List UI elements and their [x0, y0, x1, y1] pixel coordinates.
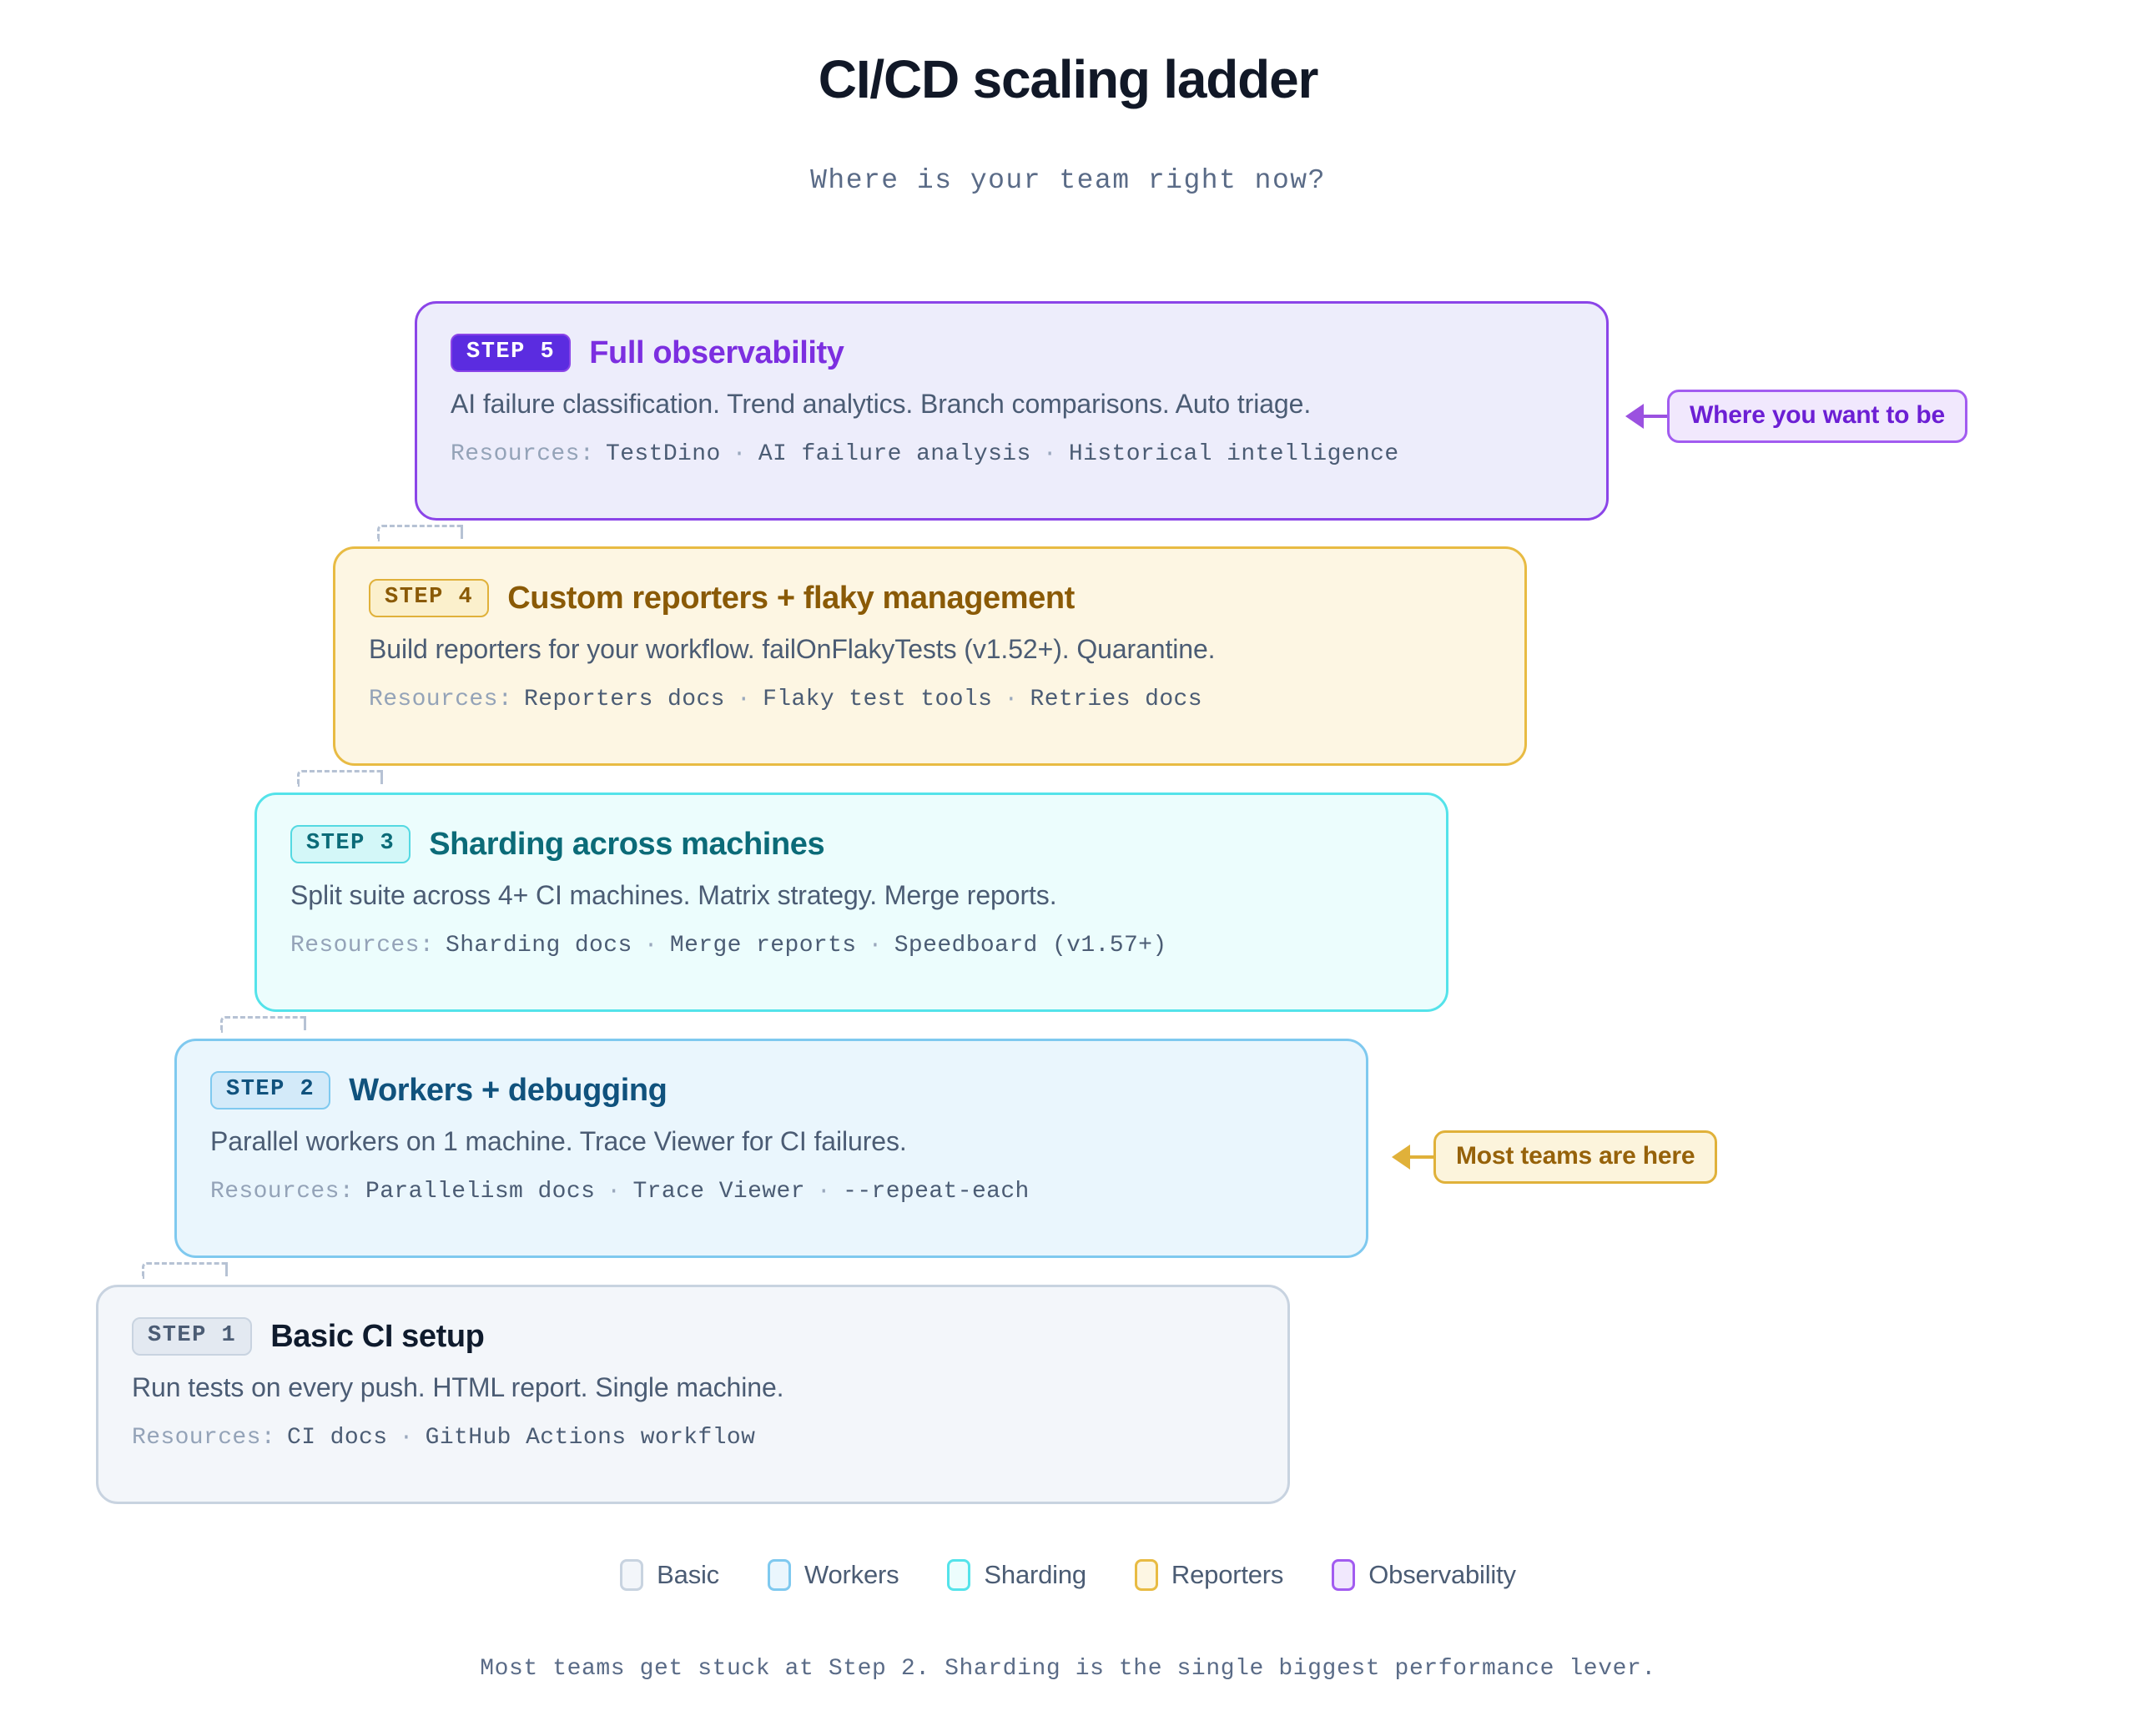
- step-badge-3: STEP 3: [290, 825, 411, 863]
- step-description-3: Split suite across 4+ CI machines. Matri…: [290, 880, 1057, 910]
- resource-link[interactable]: Trace Viewer: [632, 1179, 805, 1205]
- resource-separator: ·: [607, 1179, 622, 1205]
- page-subtitle: Where is your team right now?: [810, 165, 1326, 196]
- resource-separator: ·: [868, 933, 883, 959]
- resources-label: Resources:: [210, 1179, 355, 1205]
- connector-step5-step4: [377, 525, 463, 541]
- callout-label: Where you want to be: [1667, 390, 1968, 443]
- legend-label: Sharding: [984, 1560, 1086, 1589]
- legend-item-observability[interactable]: Observability: [1332, 1559, 1516, 1591]
- step-description-2: Parallel workers on 1 machine. Trace Vie…: [210, 1126, 907, 1156]
- page-title: CI/CD scaling ladder: [818, 49, 1319, 109]
- arrow-left-icon: [1625, 404, 1644, 429]
- legend-swatch-icon: [947, 1559, 971, 1591]
- step-badge-2: STEP 2: [210, 1071, 331, 1110]
- legend-label: Observability: [1368, 1560, 1516, 1589]
- resource-link[interactable]: --repeat-each: [843, 1179, 1030, 1205]
- callout-where-you-want-to-be: Where you want to be: [1625, 390, 1968, 443]
- resource-link[interactable]: CI docs: [287, 1425, 388, 1451]
- resource-separator: ·: [732, 441, 747, 467]
- resource-link[interactable]: Reporters docs: [524, 687, 725, 712]
- step-title-2: Workers + debugging: [349, 1072, 668, 1108]
- step-resources-5: Resources: TestDino · AI failure analysis · H…: [451, 441, 1573, 467]
- step-title-5: Full observability: [589, 335, 844, 370]
- step-card-4[interactable]: STEP 4 Custom reporters + flaky manageme…: [333, 546, 1527, 766]
- legend-item-reporters[interactable]: Reporters: [1134, 1559, 1284, 1591]
- legend: Basic Workers Sharding Reporters Observa…: [0, 1559, 2136, 1591]
- step-badge-4: STEP 4: [369, 579, 490, 617]
- step-card-5-header: STEP 5 Full observability: [451, 329, 1573, 377]
- step-description-1: Run tests on every push. HTML report. Si…: [132, 1372, 784, 1402]
- step-resources-4: Resources: Reporters docs · Flaky test tool…: [369, 687, 1491, 712]
- legend-item-sharding[interactable]: Sharding: [947, 1559, 1086, 1591]
- resource-link[interactable]: Sharding docs: [446, 933, 632, 959]
- resource-separator: ·: [1004, 687, 1019, 712]
- step-badge-5: STEP 5: [451, 334, 572, 372]
- step-description-4: Build reporters for your workflow. failO…: [369, 634, 1216, 664]
- resource-link[interactable]: Retries docs: [1030, 687, 1202, 712]
- step-title-1: Basic CI setup: [270, 1318, 485, 1354]
- step-badge-1: STEP 1: [132, 1317, 253, 1356]
- step-resources-1: Resources: CI docs · GitHub Actions workflo…: [132, 1425, 1254, 1451]
- legend-item-workers[interactable]: Workers: [767, 1559, 899, 1591]
- resources-label: Resources:: [451, 441, 595, 467]
- resources-label: Resources:: [290, 933, 435, 959]
- resource-link[interactable]: AI failure analysis: [758, 441, 1031, 467]
- resource-link[interactable]: Parallelism docs: [365, 1179, 596, 1205]
- resource-separator: ·: [736, 687, 752, 712]
- resources-label: Resources:: [132, 1425, 276, 1451]
- callout-label: Most teams are here: [1433, 1130, 1718, 1184]
- connector-step4-step3: [297, 770, 383, 787]
- legend-swatch-icon: [1332, 1559, 1356, 1591]
- resource-link[interactable]: Flaky test tools: [763, 687, 993, 712]
- step-resources-3: Resources: Sharding docs · Merge reports · Sp…: [290, 933, 1413, 959]
- step-title-3: Sharding across machines: [429, 826, 825, 862]
- step-title-4: Custom reporters + flaky management: [507, 580, 1075, 616]
- legend-item-basic[interactable]: Basic: [620, 1559, 719, 1591]
- step-card-1-header: STEP 1 Basic CI setup: [132, 1312, 1254, 1361]
- legend-label: Reporters: [1171, 1560, 1284, 1589]
- resource-separator: ·: [1042, 441, 1057, 467]
- step-card-1[interactable]: STEP 1 Basic CI setup Run tests on every…: [96, 1285, 1290, 1504]
- step-card-3-header: STEP 3 Sharding across machines: [290, 820, 1413, 868]
- legend-label: Workers: [804, 1560, 899, 1589]
- resource-link[interactable]: Merge reports: [669, 933, 857, 959]
- step-card-2-header: STEP 2 Workers + debugging: [210, 1066, 1332, 1115]
- callout-connector-line: [1644, 415, 1667, 418]
- connector-step2-step1: [142, 1262, 228, 1279]
- legend-swatch-icon: [620, 1559, 644, 1591]
- resource-link[interactable]: Speedboard (v1.57+): [894, 933, 1167, 959]
- resource-separator: ·: [399, 1425, 414, 1451]
- connector-step3-step2: [220, 1016, 306, 1033]
- resource-separator: ·: [643, 933, 658, 959]
- callout-connector-line: [1410, 1155, 1433, 1159]
- step-card-5[interactable]: STEP 5 Full observability AI failure cla…: [415, 301, 1609, 521]
- step-card-3[interactable]: STEP 3 Sharding across machines Split su…: [254, 793, 1448, 1012]
- resource-separator: ·: [816, 1179, 832, 1205]
- resources-label: Resources:: [369, 687, 513, 712]
- resource-link[interactable]: Historical intelligence: [1068, 441, 1399, 467]
- callout-most-teams-are-here: Most teams are here: [1392, 1130, 1718, 1184]
- footer-note: Most teams get stuck at Step 2. Sharding…: [480, 1656, 1656, 1682]
- step-resources-2: Resources: Parallelism docs · Trace Viewer ·…: [210, 1179, 1332, 1205]
- resource-link[interactable]: TestDino: [606, 441, 721, 467]
- step-description-5: AI failure classification. Trend analyti…: [451, 389, 1312, 419]
- arrow-left-icon: [1392, 1145, 1410, 1170]
- step-card-4-header: STEP 4 Custom reporters + flaky manageme…: [369, 574, 1491, 622]
- step-card-2[interactable]: STEP 2 Workers + debugging Parallel work…: [174, 1039, 1368, 1258]
- resource-link[interactable]: GitHub Actions workflow: [425, 1425, 756, 1451]
- legend-label: Basic: [657, 1560, 719, 1589]
- legend-swatch-icon: [1134, 1559, 1158, 1591]
- legend-swatch-icon: [767, 1559, 791, 1591]
